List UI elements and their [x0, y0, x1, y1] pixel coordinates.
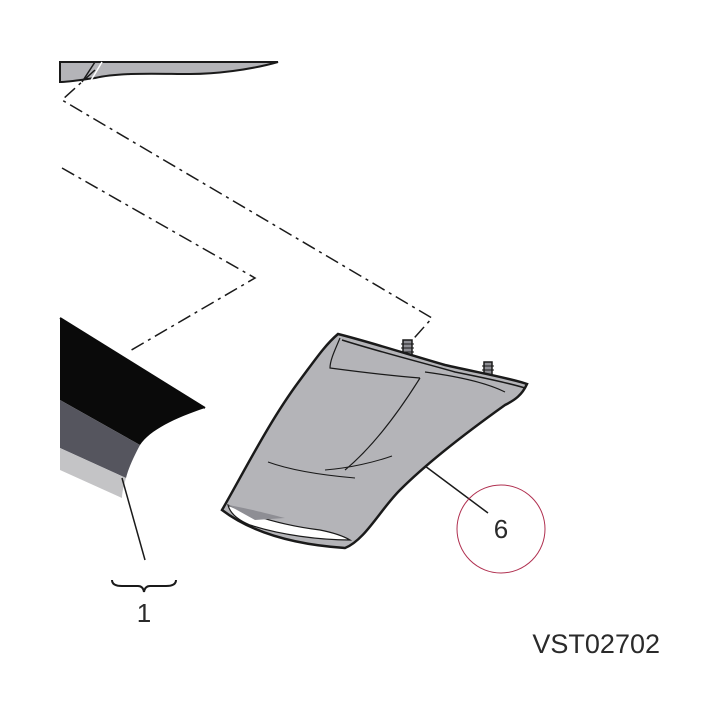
callout-6-highlight-circle	[456, 484, 546, 574]
assembly-guide-lines	[60, 69, 434, 353]
callout-6-leader	[424, 465, 489, 514]
callout-6-label: 6	[494, 514, 508, 544]
callout-1-leader	[111, 477, 177, 593]
reference-code: VST02702	[532, 629, 660, 659]
trim-panel-part	[220, 332, 529, 550]
upper-body-part	[59, 61, 279, 84]
bumper-cover-part	[59, 317, 206, 498]
callout-1-label: 1	[137, 598, 151, 628]
